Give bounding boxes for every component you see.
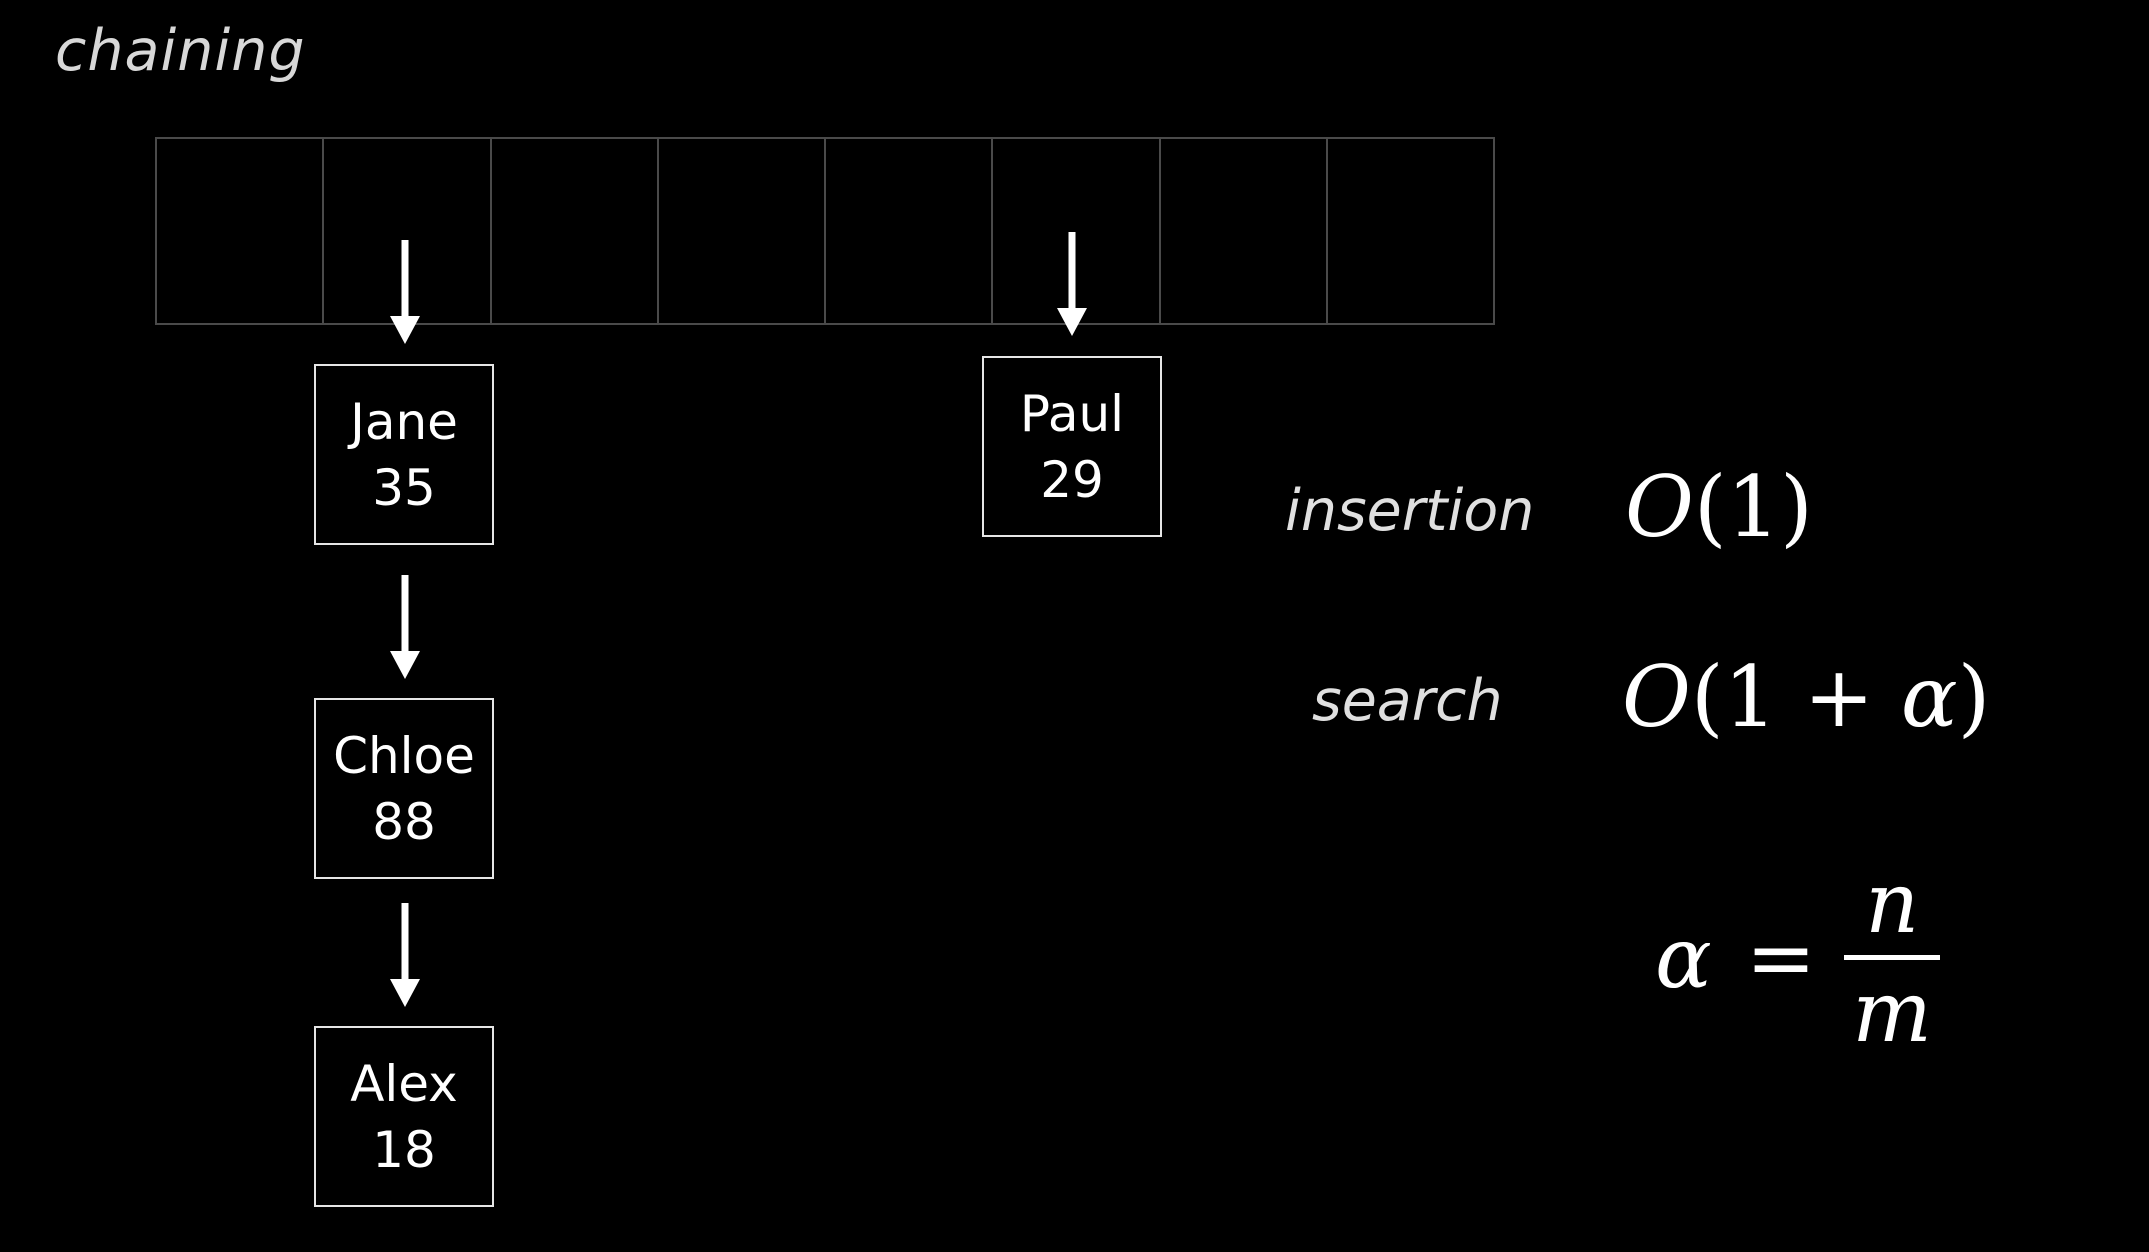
hash-slot-7 — [1328, 139, 1493, 323]
big-o-symbol: O — [1622, 648, 1691, 746]
chain-node-alex: Alex 18 — [314, 1026, 494, 1207]
insertion-complexity: O(1) — [1625, 458, 1813, 556]
alpha-symbol: α — [1900, 648, 1958, 746]
fraction-numerator: n — [1865, 854, 1920, 952]
chain-node-chloe: Chloe 88 — [314, 698, 494, 879]
search-label: search — [1312, 668, 1503, 734]
node-name: Jane — [350, 392, 458, 451]
down-arrow-icon — [390, 240, 420, 344]
fraction-denominator: m — [1852, 963, 1932, 1061]
node-name: Alex — [350, 1054, 458, 1113]
down-arrow-icon — [1057, 232, 1087, 336]
down-arrow-icon — [390, 903, 420, 1007]
node-value: 35 — [372, 458, 436, 517]
equals-sign: = — [1745, 908, 1817, 1007]
chain-node-paul: Paul 29 — [982, 356, 1162, 537]
node-value: 29 — [1040, 450, 1104, 509]
hash-slot-4 — [826, 139, 994, 323]
hash-table — [155, 137, 1495, 325]
node-name: Paul — [1019, 384, 1125, 443]
chain-node-jane: Jane 35 — [314, 364, 494, 545]
fraction: n m — [1844, 854, 1941, 1061]
alpha-symbol: α — [1655, 908, 1712, 1007]
fraction-bar — [1844, 955, 1941, 960]
search-complexity: O(1 + α) — [1622, 648, 1990, 746]
hash-slot-6 — [1161, 139, 1328, 323]
big-o-symbol: O — [1625, 458, 1694, 556]
insertion-label: insertion — [1285, 478, 1535, 544]
node-value: 18 — [372, 1120, 436, 1179]
hash-slot-3 — [659, 139, 826, 323]
node-name: Chloe — [333, 726, 475, 785]
search-complexity-close: ) — [1957, 648, 1991, 746]
search-complexity-open: (1 + — [1690, 648, 1901, 746]
diagram-title: chaining — [55, 18, 306, 84]
hash-slot-2 — [492, 139, 659, 323]
load-factor-formula: α = n m — [1655, 845, 1941, 1070]
node-value: 88 — [372, 792, 436, 851]
insertion-complexity-body: (1) — [1693, 458, 1813, 556]
hash-slot-0 — [157, 139, 325, 323]
hash-slot-1 — [324, 139, 492, 323]
hash-slot-5 — [993, 139, 1161, 323]
down-arrow-icon — [390, 575, 420, 679]
